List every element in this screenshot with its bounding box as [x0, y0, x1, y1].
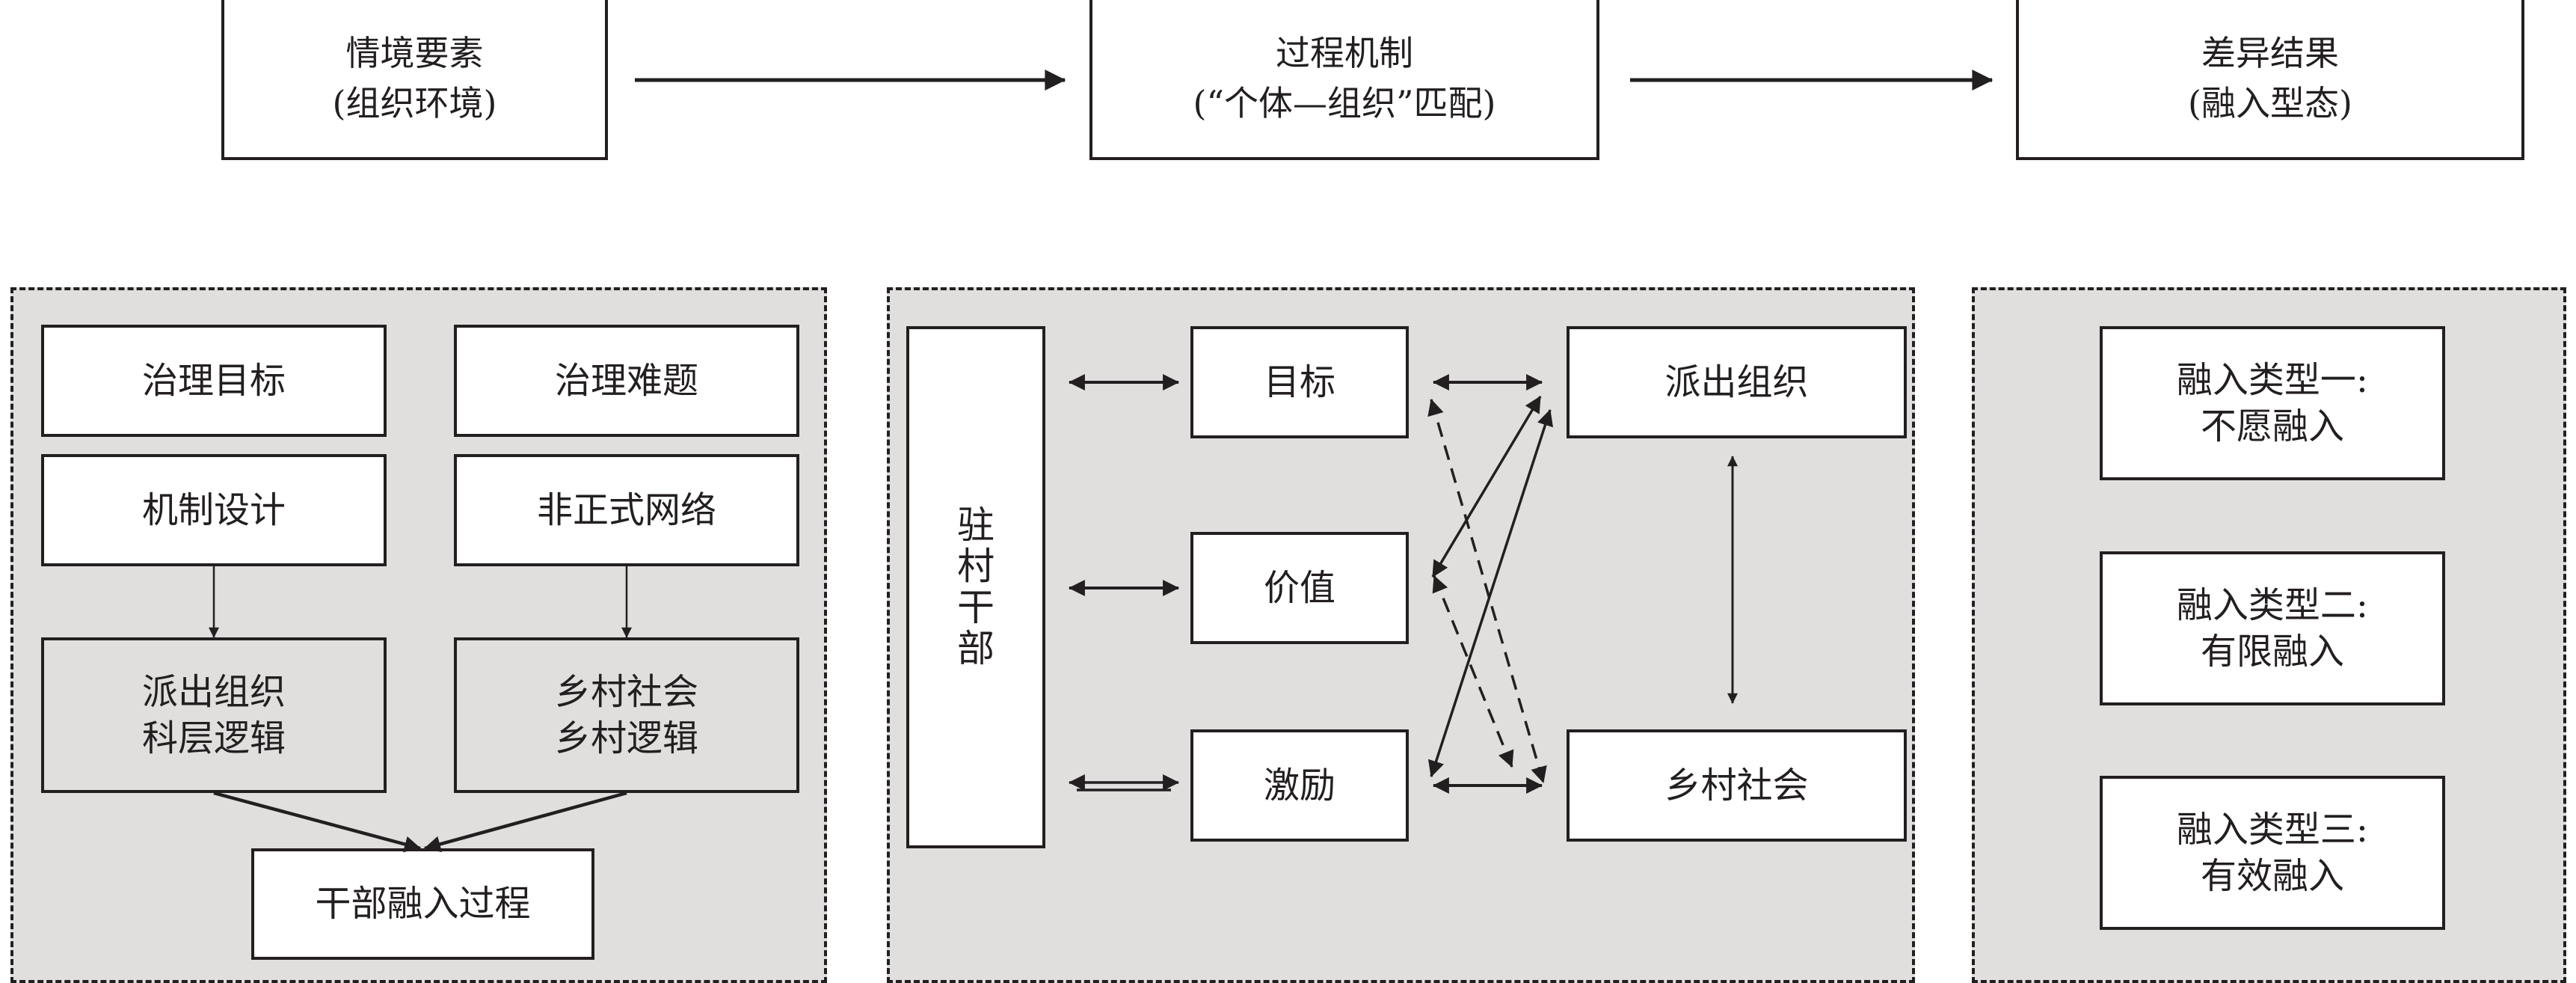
integration-type-3-title: 融入类型三:	[2176, 808, 2369, 851]
integration-process-box: 干部融入过程	[251, 848, 594, 960]
context-subtitle: (组织环境)	[332, 83, 497, 123]
cadre-char: 部	[957, 627, 995, 670]
outcome-box: 差异结果 (融入型态)	[2016, 0, 2524, 160]
integration-type-3-box: 融入类型三: 有效融入	[2100, 776, 2445, 930]
integration-type-1-title: 融入类型一:	[2176, 358, 2369, 401]
integration-type-2-desc: 有限融入	[2200, 631, 2344, 673]
informal-network-label: 非正式网络	[536, 489, 716, 531]
context-box: 情境要素 (组织环境)	[221, 0, 608, 160]
integration-type-1-desc: 不愿融入	[2200, 405, 2344, 447]
value-label: 价值	[1263, 566, 1335, 609]
cadre-char: 驻	[957, 503, 995, 547]
integration-type-1-box: 融入类型一: 不愿融入	[2100, 326, 2445, 480]
governance-goal-box: 治理目标	[41, 325, 387, 437]
rural-society-logic-box: 乡村社会 乡村逻辑	[454, 637, 799, 793]
governance-problem-box: 治理难题	[454, 325, 799, 437]
integration-type-3-desc: 有效融入	[2200, 855, 2344, 897]
goal-label: 目标	[1263, 361, 1335, 403]
cadre-char: 村	[957, 545, 995, 588]
context-title: 情境要素	[345, 33, 484, 74]
process-subtitle: (“个体—组织”匹配)	[1193, 83, 1496, 123]
cadre-char: 干	[957, 586, 995, 629]
informal-network-box: 非正式网络	[454, 454, 799, 566]
cadre-box: 驻 村 干 部	[906, 326, 1045, 848]
rural-society-label: 乡村社会	[554, 670, 698, 713]
outcome-title: 差异结果	[2201, 33, 2339, 74]
rural-society-box: 乡村社会	[1567, 729, 1907, 842]
rural-society-label-mid: 乡村社会	[1664, 764, 1809, 806]
incentive-box: 激励	[1190, 729, 1409, 842]
integration-process-label: 干部融入过程	[315, 883, 531, 925]
value-box: 价值	[1190, 532, 1409, 644]
process-title: 过程机制	[1276, 33, 1413, 74]
governance-problem-label: 治理难题	[554, 359, 698, 402]
dispatch-org-label-mid: 派出组织	[1664, 361, 1809, 403]
goal-box: 目标	[1190, 326, 1409, 438]
outcome-subtitle: (融入型态)	[2188, 83, 2352, 123]
process-box: 过程机制 (“个体—组织”匹配)	[1089, 0, 1599, 160]
dispatch-org-box: 派出组织	[1567, 326, 1907, 438]
incentive-label: 激励	[1263, 764, 1335, 806]
cadre-label: 驻 村 干 部	[957, 505, 995, 670]
mechanism-design-box: 机制设计	[41, 454, 387, 566]
bureaucratic-logic-label: 科层逻辑	[141, 717, 286, 759]
dispatch-org-logic-box: 派出组织 科层逻辑	[41, 637, 387, 793]
integration-type-2-box: 融入类型二: 有限融入	[2100, 551, 2445, 705]
dispatch-org-label: 派出组织	[141, 670, 286, 713]
mechanism-design-label: 机制设计	[141, 489, 286, 531]
integration-type-2-title: 融入类型二:	[2176, 584, 2369, 626]
rural-logic-label: 乡村逻辑	[554, 717, 698, 759]
governance-goal-label: 治理目标	[141, 359, 286, 402]
